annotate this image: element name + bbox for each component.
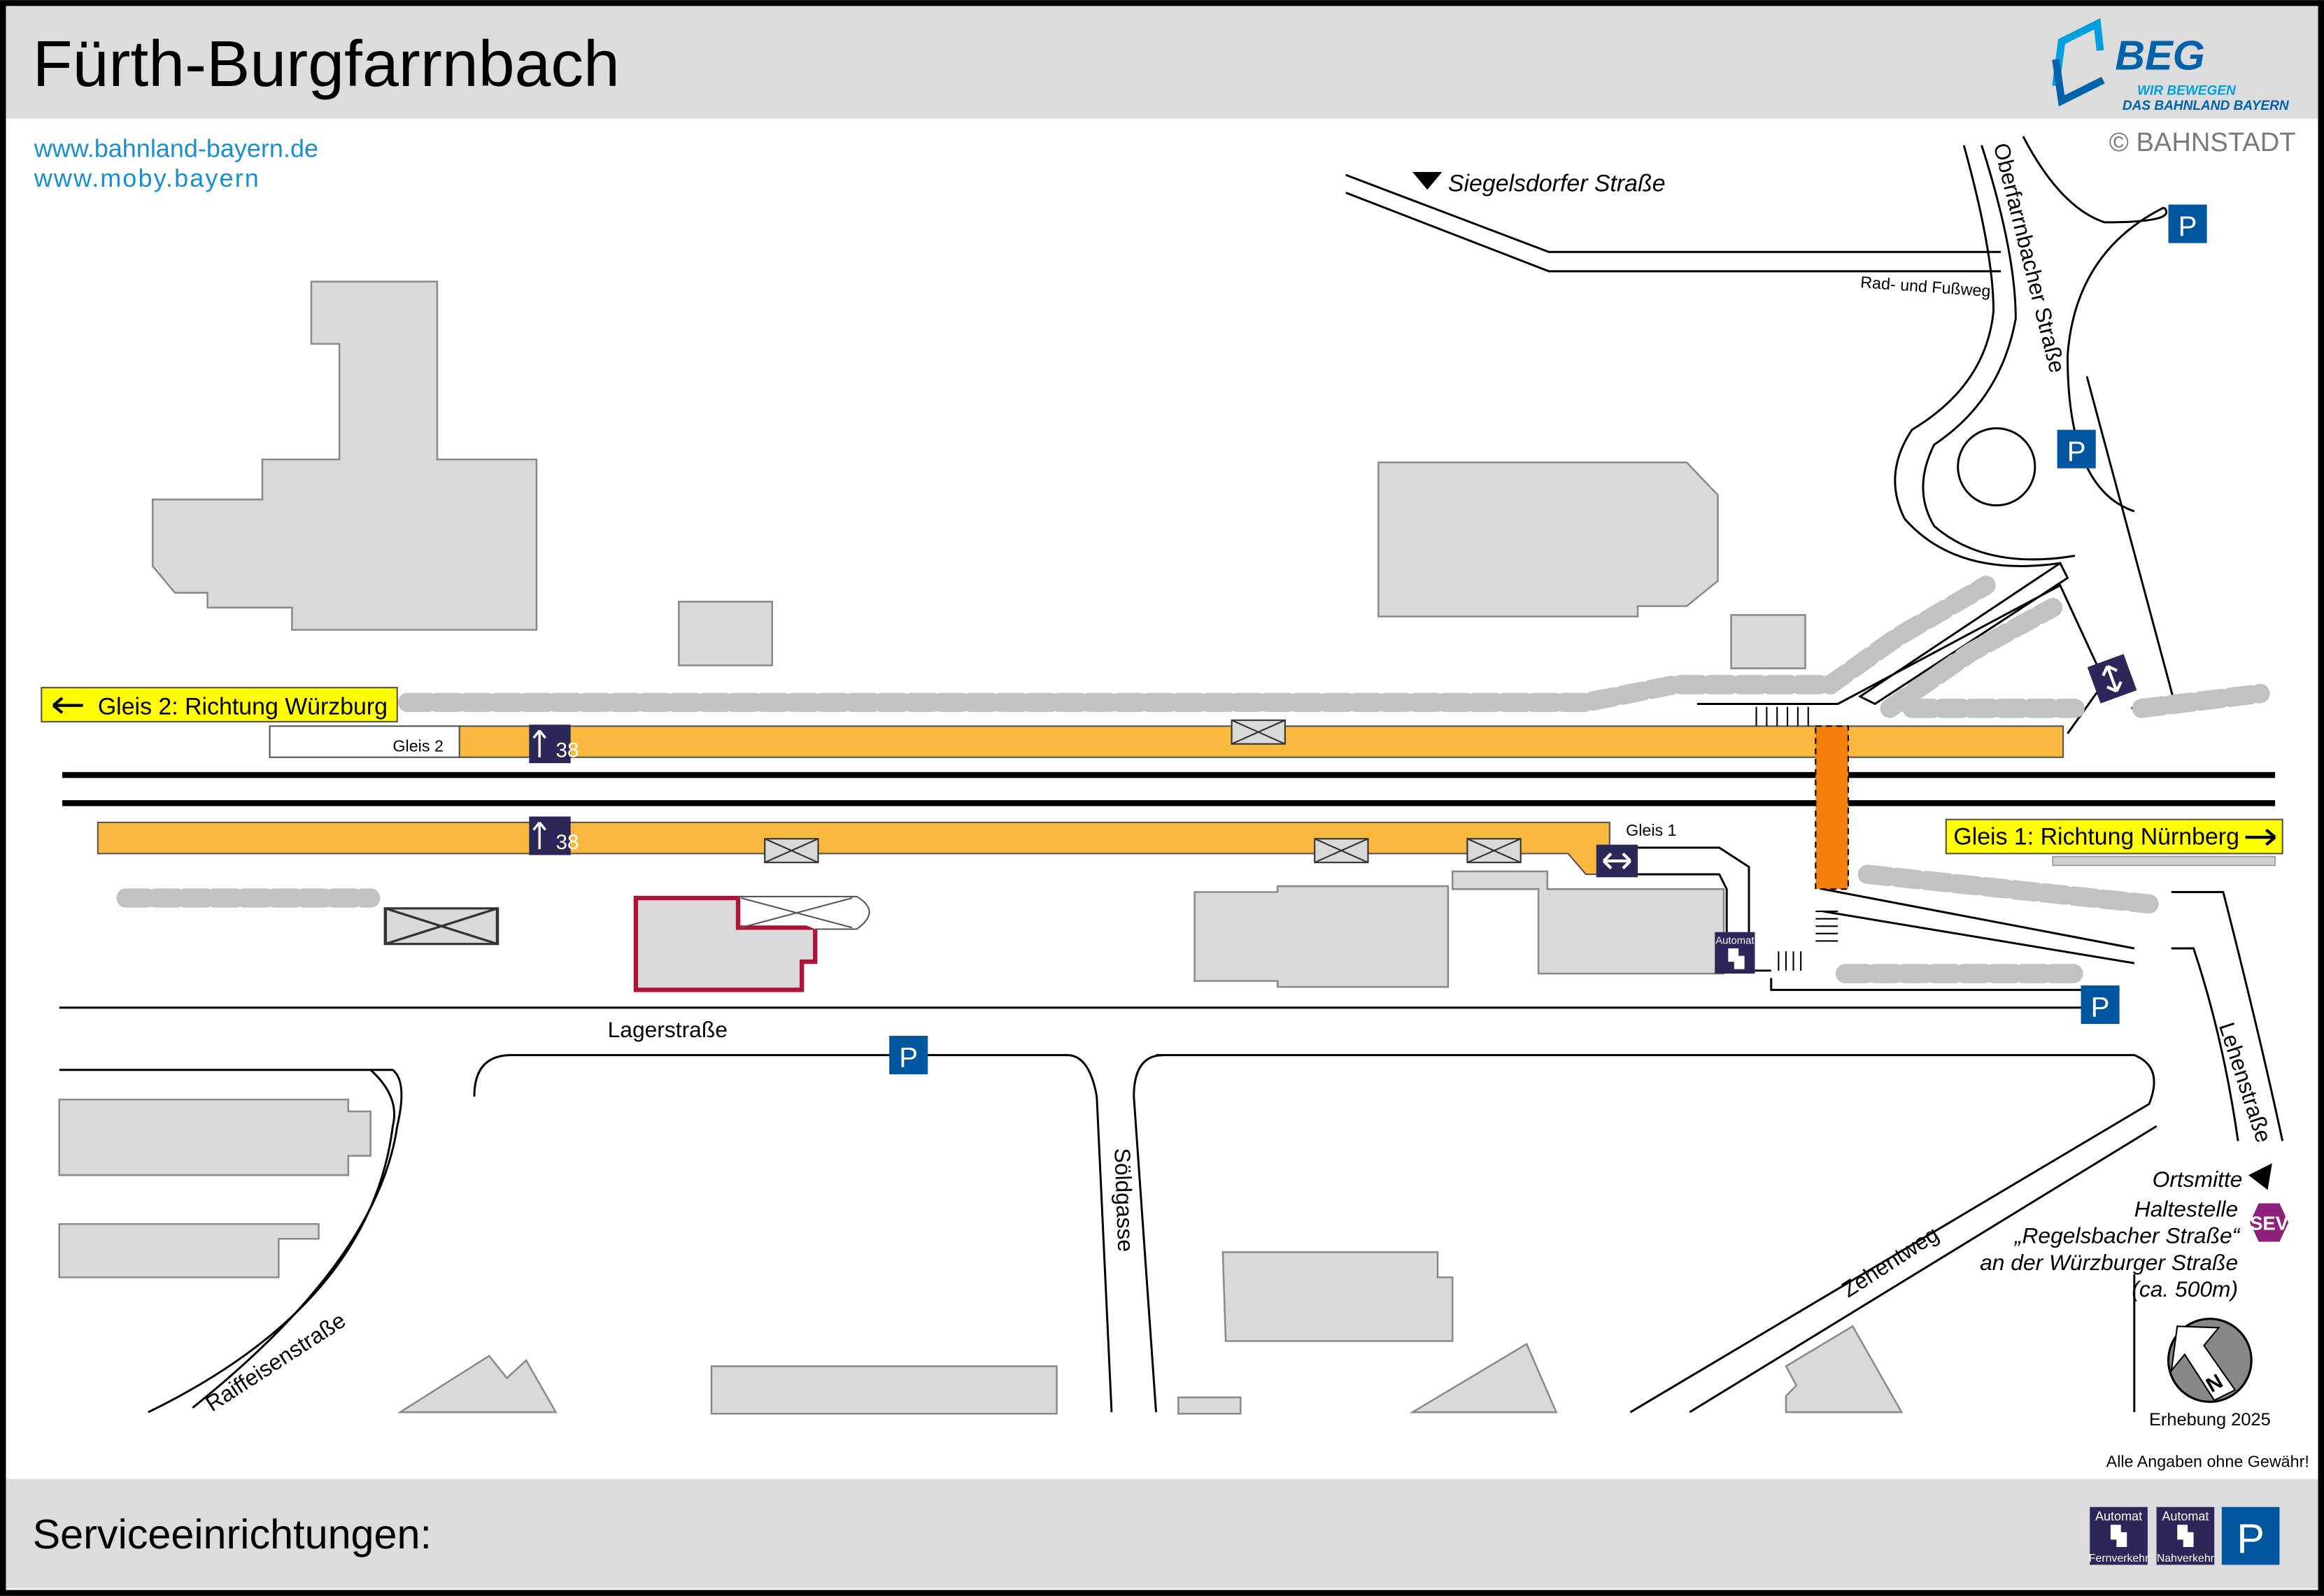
arrow-left-icon (52, 697, 83, 714)
sev-badge-icon: SEV (2250, 1203, 2289, 1242)
parking-icon (2057, 429, 2096, 469)
page-title: Fürth-Burgfarrnbach (33, 27, 620, 100)
section-sign-gleis1: 38 (527, 815, 579, 857)
service-ticket-machine-long-distance: Automat Fernverkehr (2089, 1506, 2149, 1565)
section-sign-gleis2: 38 (527, 723, 579, 764)
direction-gleis2: Gleis 2: Richtung Würzburg (41, 687, 398, 722)
svg-text:Automat: Automat (2162, 1509, 2209, 1523)
disclaimer: Alle Angaben ohne Gewähr! (2106, 1453, 2309, 1471)
shelter-icon (764, 838, 819, 864)
service-parking: P (2221, 1506, 2280, 1565)
survey-year: Erhebung 2025 (2149, 1410, 2271, 1430)
parking-icon (2081, 985, 2120, 1025)
street-label: Söldgasse (1110, 1148, 1138, 1253)
direction-gleis1: Gleis 1: Richtung Nürnberg (1945, 818, 2283, 855)
direction-triangle-icon (1412, 171, 1443, 190)
elevator-icon (2087, 654, 2137, 704)
tracks (62, 771, 2276, 806)
direction-triangle-icon (2248, 1163, 2272, 1190)
svg-text:an der Würzburger Straße: an der Würzburger Straße (1980, 1250, 2238, 1275)
beg-logo: BEG WIR BEWEGEN DAS BAHNLAND BAYERN (2052, 17, 2290, 113)
services-title: Serviceeinrichtungen: (33, 1511, 432, 1558)
svg-text:Gleis 2: Richtung Würzburg: Gleis 2: Richtung Würzburg (98, 693, 388, 720)
shelter-icon (1466, 838, 1522, 864)
copyright: © BAHNSTADT (2109, 127, 2296, 157)
svg-text:WIR BEWEGEN: WIR BEWEGEN (2137, 84, 2237, 99)
street-label: Siegelsdorfer Straße (1448, 170, 1666, 197)
sev-info: Ortsmitte Haltestelle „Regelsbacher Stra… (1980, 1167, 2242, 1302)
platform-gleis2-end (269, 725, 460, 758)
svg-text:Ortsmitte: Ortsmitte (2153, 1167, 2243, 1192)
elevator-icon (1596, 845, 1638, 878)
parking-icon (889, 1036, 928, 1075)
buildings (58, 280, 1904, 1415)
footbridge (1815, 725, 1849, 890)
svg-text:38: 38 (555, 739, 579, 762)
street-label: Lagerstraße (608, 1017, 728, 1042)
header-bar (6, 6, 2318, 119)
svg-text:SEV: SEV (2250, 1213, 2289, 1234)
svg-text:Nahverkehr: Nahverkehr (2157, 1553, 2215, 1565)
svg-text:BEG: BEG (2115, 32, 2205, 79)
svg-text:„Regelsbacher Straße“: „Regelsbacher Straße“ (2013, 1223, 2241, 1248)
svg-text:Automat: Automat (2095, 1509, 2142, 1523)
parking-icon (2168, 204, 2207, 243)
arrow-right-icon (2245, 828, 2276, 846)
svg-text:Fernverkehr: Fernverkehr (2089, 1553, 2149, 1565)
link-moby[interactable]: www.moby.bayern (34, 164, 260, 192)
ticket-machine-icon: Automat (1715, 932, 1755, 974)
shelter-icon (385, 909, 497, 944)
stairs (1755, 706, 1838, 971)
north-arrow-icon: N (2167, 1318, 2253, 1403)
svg-text:Automat: Automat (1715, 936, 1755, 947)
vegetation (116, 576, 2276, 983)
shelter-icon (1231, 719, 1286, 745)
roads (59, 136, 2284, 1413)
link-bahnland[interactable]: www.bahnland-bayern.de (34, 134, 318, 163)
svg-text:Haltestelle: Haltestelle (2134, 1197, 2238, 1222)
footer-bar (6, 1479, 2318, 1589)
platform-gleis1-label: Gleis 1 (1626, 821, 1677, 839)
platform-gleis2-label: Gleis 2 (392, 736, 444, 755)
shelter-icon (1314, 838, 1369, 864)
svg-text:Gleis 1: Richtung Nürnberg: Gleis 1: Richtung Nürnberg (1953, 824, 2239, 850)
svg-text:DAS BAHNLAND BAYERN: DAS BAHNLAND BAYERN (2123, 99, 2290, 113)
svg-text:P: P (2237, 1515, 2265, 1562)
service-ticket-machine-regional: Automat Nahverkehr (2156, 1506, 2215, 1565)
svg-text:(ca. 500m): (ca. 500m) (2132, 1276, 2238, 1302)
svg-text:38: 38 (555, 831, 579, 854)
